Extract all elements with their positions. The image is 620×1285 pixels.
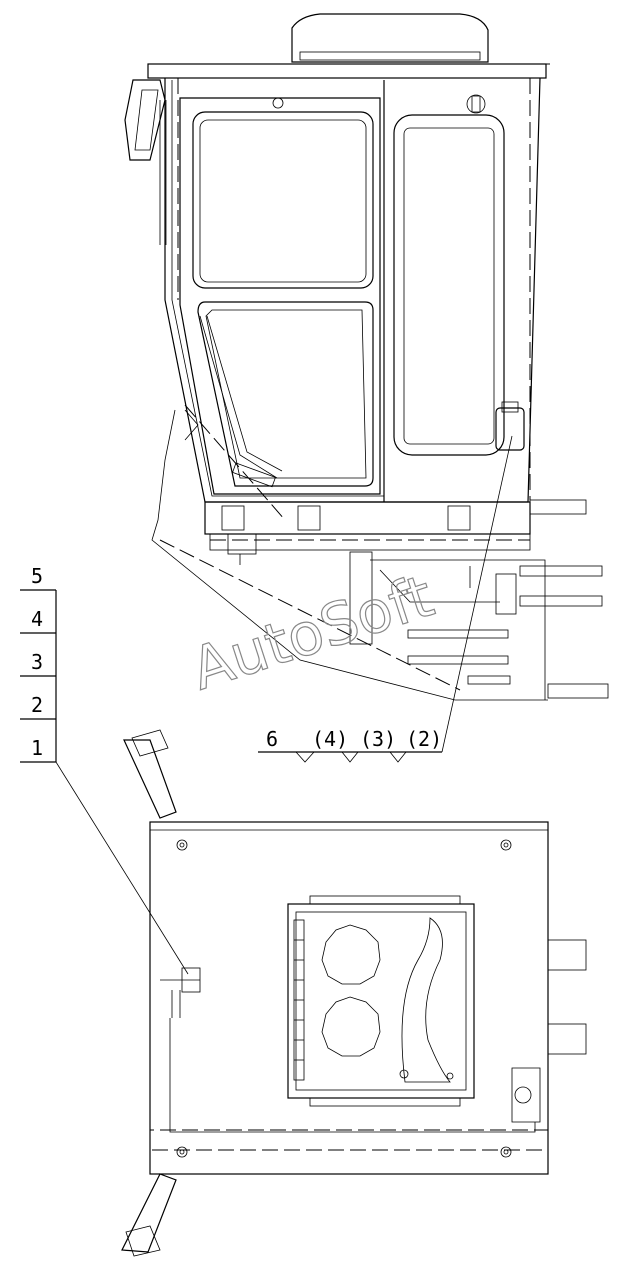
washer-bottle <box>495 407 525 451</box>
callout-label: 6 <box>266 727 278 751</box>
hinge-bracket <box>547 1023 587 1055</box>
callout-label: 2 <box>31 693 43 717</box>
callout-stack-left: 5 4 3 2 1 <box>20 564 189 975</box>
cab-top-view <box>121 729 587 1257</box>
leader-line <box>55 761 189 975</box>
side-window <box>393 114 505 456</box>
mirror-top <box>123 739 177 819</box>
callout-label: (2) <box>406 727 442 751</box>
lower-window <box>197 301 374 487</box>
boom-outline <box>151 409 548 701</box>
callout-label: 4 <box>31 607 43 631</box>
support-post <box>349 551 373 645</box>
side-mirror <box>124 79 166 161</box>
duct-outline <box>401 917 451 1083</box>
door-frame <box>179 97 381 495</box>
callout-label: (3) <box>360 727 396 751</box>
roof-top-plate <box>149 821 549 1175</box>
watermark-text: AutoSoft <box>183 562 441 704</box>
mirror-bottom <box>121 1173 177 1253</box>
callout-row-bottom: 6 (4) (3) (2) <box>258 435 513 763</box>
roof-unit-base <box>299 51 481 61</box>
upper-window <box>192 111 374 289</box>
cab-side-view <box>124 13 609 701</box>
roof-plate <box>147 63 547 79</box>
cab-base-frame <box>204 501 531 535</box>
fan-icon <box>321 996 381 1057</box>
centerline-envelope <box>150 63 550 691</box>
cab-body-outline <box>164 77 541 503</box>
latch-icon <box>466 94 486 114</box>
hinge-bracket <box>547 939 587 971</box>
callout-label: (4) <box>312 727 348 751</box>
callout-label: 1 <box>31 736 43 760</box>
leader-line <box>441 435 513 753</box>
callout-label: 3 <box>31 650 43 674</box>
callout-label: 5 <box>31 564 43 588</box>
roof-ac-unit <box>291 13 489 63</box>
roof-hatch <box>287 903 475 1099</box>
fan-icon <box>321 924 381 985</box>
